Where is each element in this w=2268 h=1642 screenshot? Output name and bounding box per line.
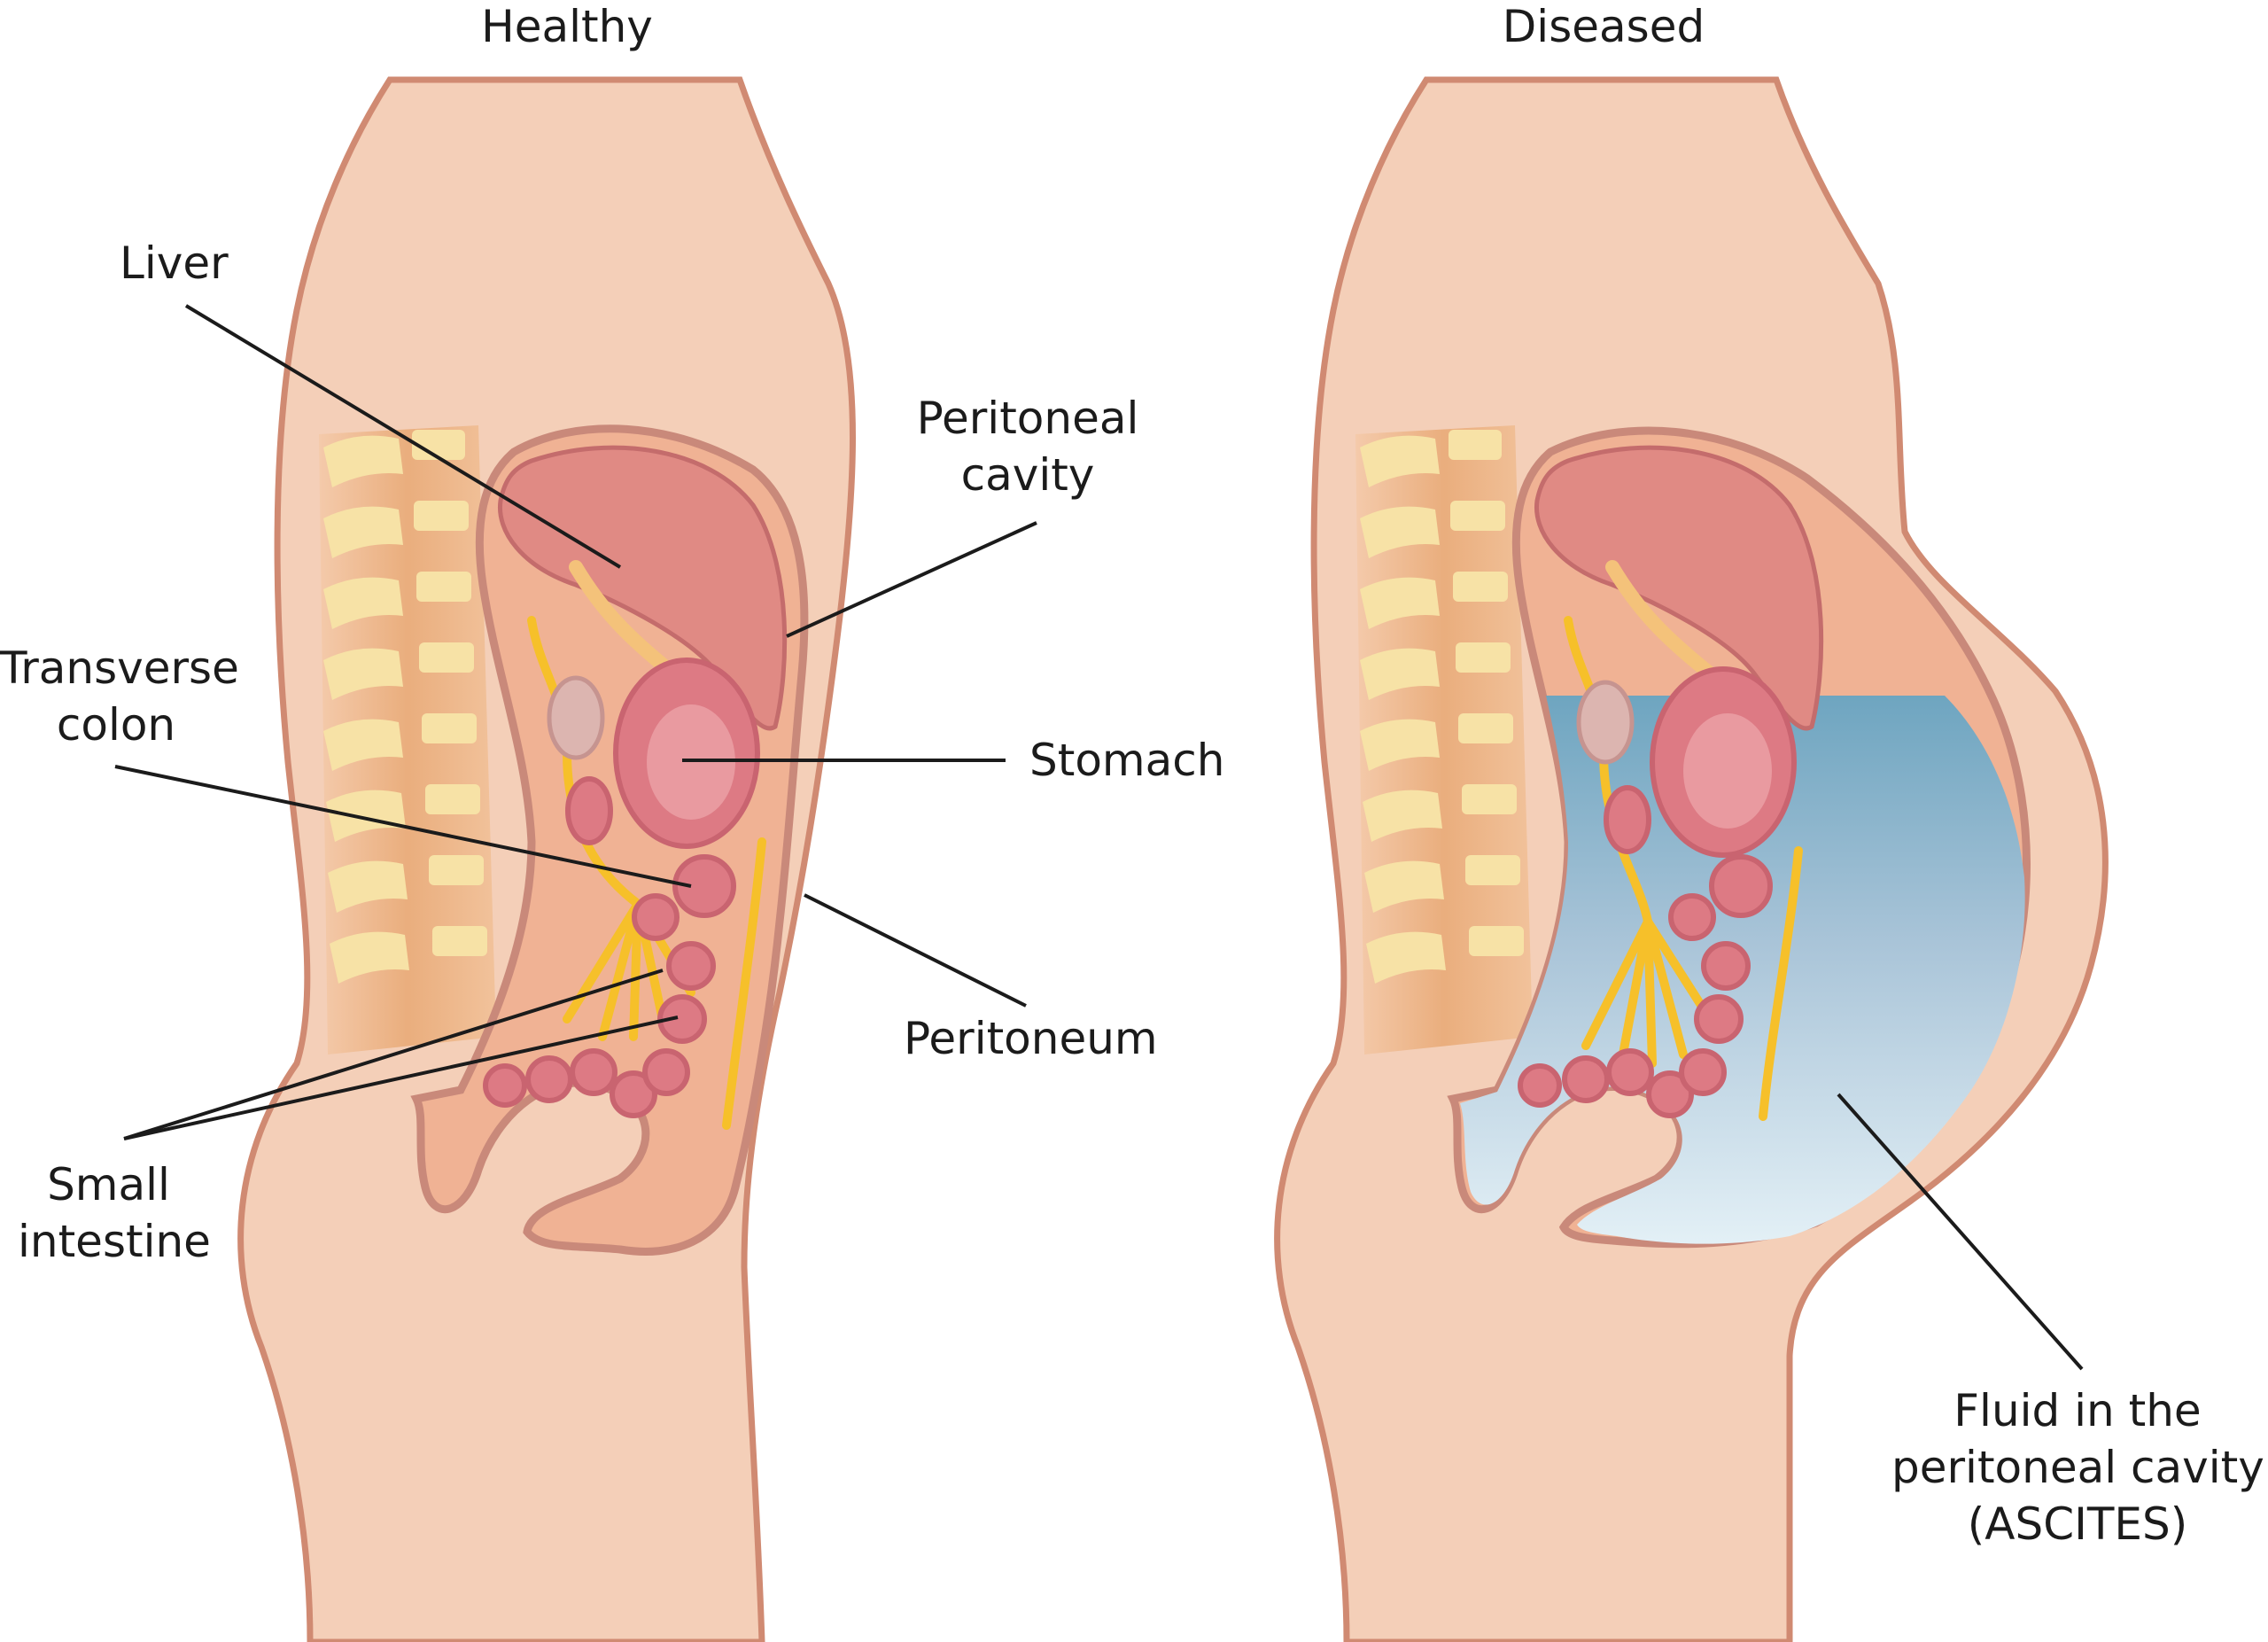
label-stomach: Stomach [1029,735,1225,786]
healthy-small-intestine [483,776,736,1118]
label-peritoneal-cavity: Peritoneal cavity [916,393,1139,501]
leader-liver [184,304,622,569]
healthy-body [237,76,856,1642]
leader-peritoneum [804,893,1027,1008]
leader-lines [114,304,2084,1371]
label-fluid-ascites: Fluid in the peritoneal cavity (ASCITES) [1891,1385,2264,1550]
leader-peritoneal-cavity [786,521,1037,638]
diseased-spine [1355,425,1533,1054]
leader-fluid [1837,1093,2084,1371]
diseased-body [1274,76,2109,1642]
label-liver: Liver [120,237,229,289]
label-peritoneum: Peritoneum [904,1013,1158,1064]
healthy-spine [319,425,496,1054]
leader-transverse-colon [114,765,692,888]
leader-small-intestine-1 [123,969,664,1140]
label-transverse-colon: Transverse colon [0,642,239,751]
diseased-small-intestine [1518,785,1773,1118]
healthy-title: Healthy [481,1,653,52]
diseased-title: Diseased [1502,1,1705,52]
label-small-intestine: Small intestine [18,1159,211,1267]
leader-small-intestine-2 [123,1016,679,1140]
